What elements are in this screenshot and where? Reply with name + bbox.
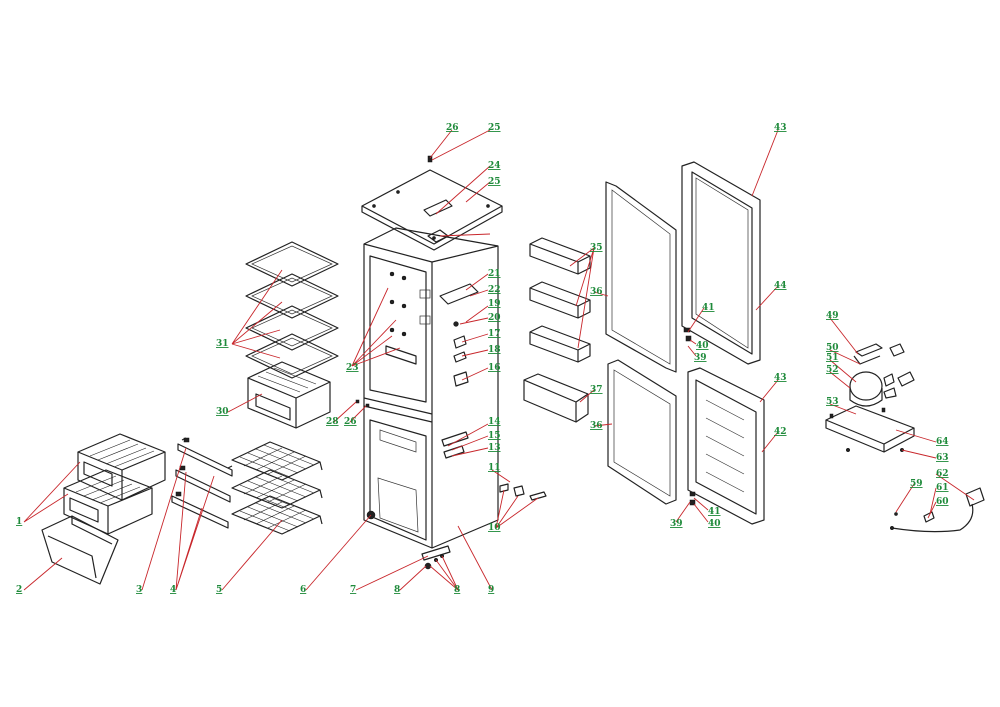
callout-51: 51 — [826, 353, 839, 363]
callout-11: 11 — [488, 463, 501, 473]
wire-shelves — [231, 441, 323, 535]
cabinet-body — [355, 227, 499, 549]
callout-13: 13 — [488, 443, 501, 453]
power-cord — [889, 487, 985, 533]
callout-8-hinge: 8 — [394, 585, 400, 595]
drawer-rails — [171, 437, 233, 529]
callout-36-upper: 36 — [590, 287, 603, 297]
callout-52: 52 — [826, 365, 839, 375]
callout-23: 23 — [346, 363, 359, 373]
callout-41-lower: 41 — [708, 507, 721, 517]
callout-42: 42 — [774, 427, 787, 437]
callout-59: 59 — [910, 479, 923, 489]
callout-2: 2 — [16, 585, 22, 595]
compressor-assembly — [825, 343, 915, 453]
crisper-drawers — [41, 433, 166, 585]
callout-28: 28 — [326, 417, 339, 427]
callout-5: 5 — [216, 585, 222, 595]
callout-9: 9 — [488, 585, 494, 595]
callout-26-top: 26 — [446, 123, 459, 133]
callout-15: 15 — [488, 431, 501, 441]
callout-43-lower: 43 — [774, 373, 787, 383]
callout-49: 49 — [826, 311, 839, 321]
callout-14: 14 — [488, 417, 501, 427]
callout-63: 63 — [936, 453, 949, 463]
callout-6: 6 — [300, 585, 306, 595]
callout-41-upper: 41 — [702, 303, 715, 313]
callout-53: 53 — [826, 397, 839, 407]
door-bins — [523, 237, 591, 423]
callout-43-upper: 43 — [774, 123, 787, 133]
callout-31: 31 — [216, 339, 229, 349]
top-cover — [361, 155, 503, 251]
doors — [681, 161, 765, 525]
callout-24: 24 — [488, 161, 501, 171]
callout-25-cover: 25 — [488, 177, 501, 187]
glass-shelves — [245, 241, 339, 429]
callout-36-lower: 36 — [590, 421, 603, 431]
callout-61: 61 — [936, 483, 949, 493]
callout-30: 30 — [216, 407, 229, 417]
callout-1: 1 — [16, 517, 22, 527]
callout-40-lower: 40 — [708, 519, 721, 529]
callout-35: 35 — [590, 243, 603, 253]
callout-26-bottom: 26 — [344, 417, 357, 427]
callout-7: 7 — [350, 585, 356, 595]
door-gaskets — [605, 181, 677, 505]
callout-64: 64 — [936, 437, 949, 447]
callout-50: 50 — [826, 343, 839, 353]
callout-22: 22 — [488, 285, 501, 295]
callout-39-upper: 39 — [694, 353, 707, 363]
leader-lines — [23, 129, 975, 591]
callout-21: 21 — [488, 269, 501, 279]
callout-16: 16 — [488, 363, 501, 373]
callout-10: 10 — [488, 523, 501, 533]
callout-20: 20 — [488, 313, 501, 323]
callout-25-screw: 25 — [488, 123, 501, 133]
callout-19: 19 — [488, 299, 501, 309]
callout-37: 37 — [590, 385, 603, 395]
callout-60: 60 — [936, 497, 949, 507]
callout-18: 18 — [488, 345, 501, 355]
callout-4: 4 — [170, 585, 176, 595]
callout-39-lower: 39 — [670, 519, 683, 529]
callout-17: 17 — [488, 329, 501, 339]
callout-62: 62 — [936, 469, 949, 479]
callout-labels: 1 2 3 4 5 6 7 8 8 9 10 11 13 14 15 16 17… — [16, 123, 949, 595]
callout-8-screws: 8 — [454, 585, 460, 595]
callout-44: 44 — [774, 281, 787, 291]
callout-3: 3 — [136, 585, 142, 595]
callout-40-upper: 40 — [696, 341, 709, 351]
